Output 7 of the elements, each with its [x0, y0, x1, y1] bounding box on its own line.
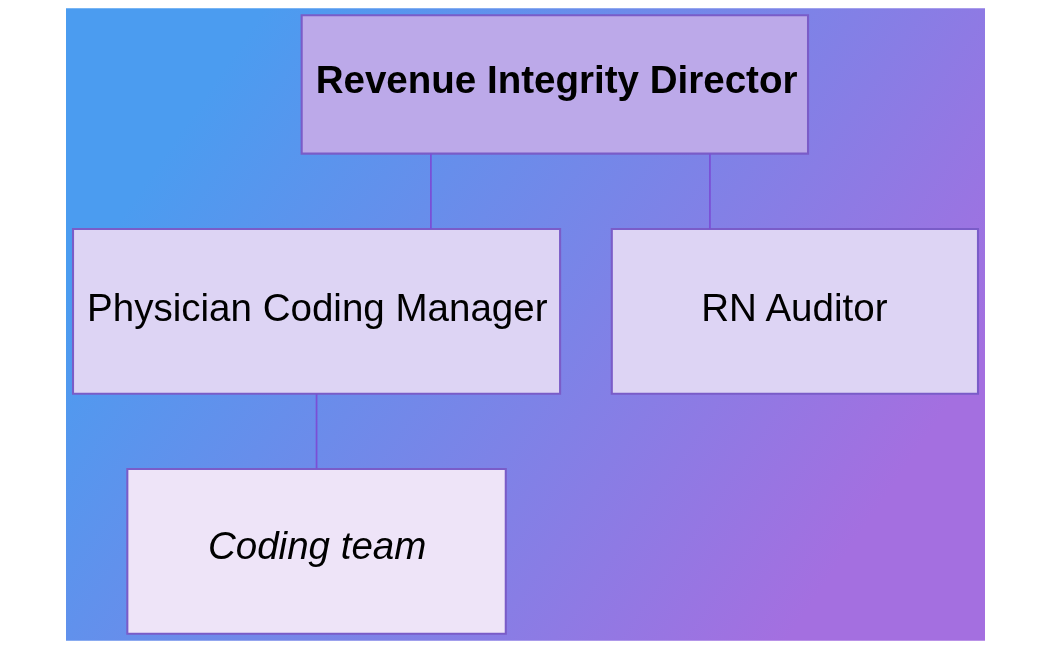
connector — [709, 152, 711, 230]
node-box: Revenue Integrity Director — [300, 14, 810, 155]
node-box: Coding team — [126, 468, 507, 635]
connector — [315, 393, 318, 470]
connector — [430, 152, 432, 230]
node-box: RN Auditor — [610, 227, 980, 395]
node-box: Physician Coding Manager — [71, 227, 562, 395]
